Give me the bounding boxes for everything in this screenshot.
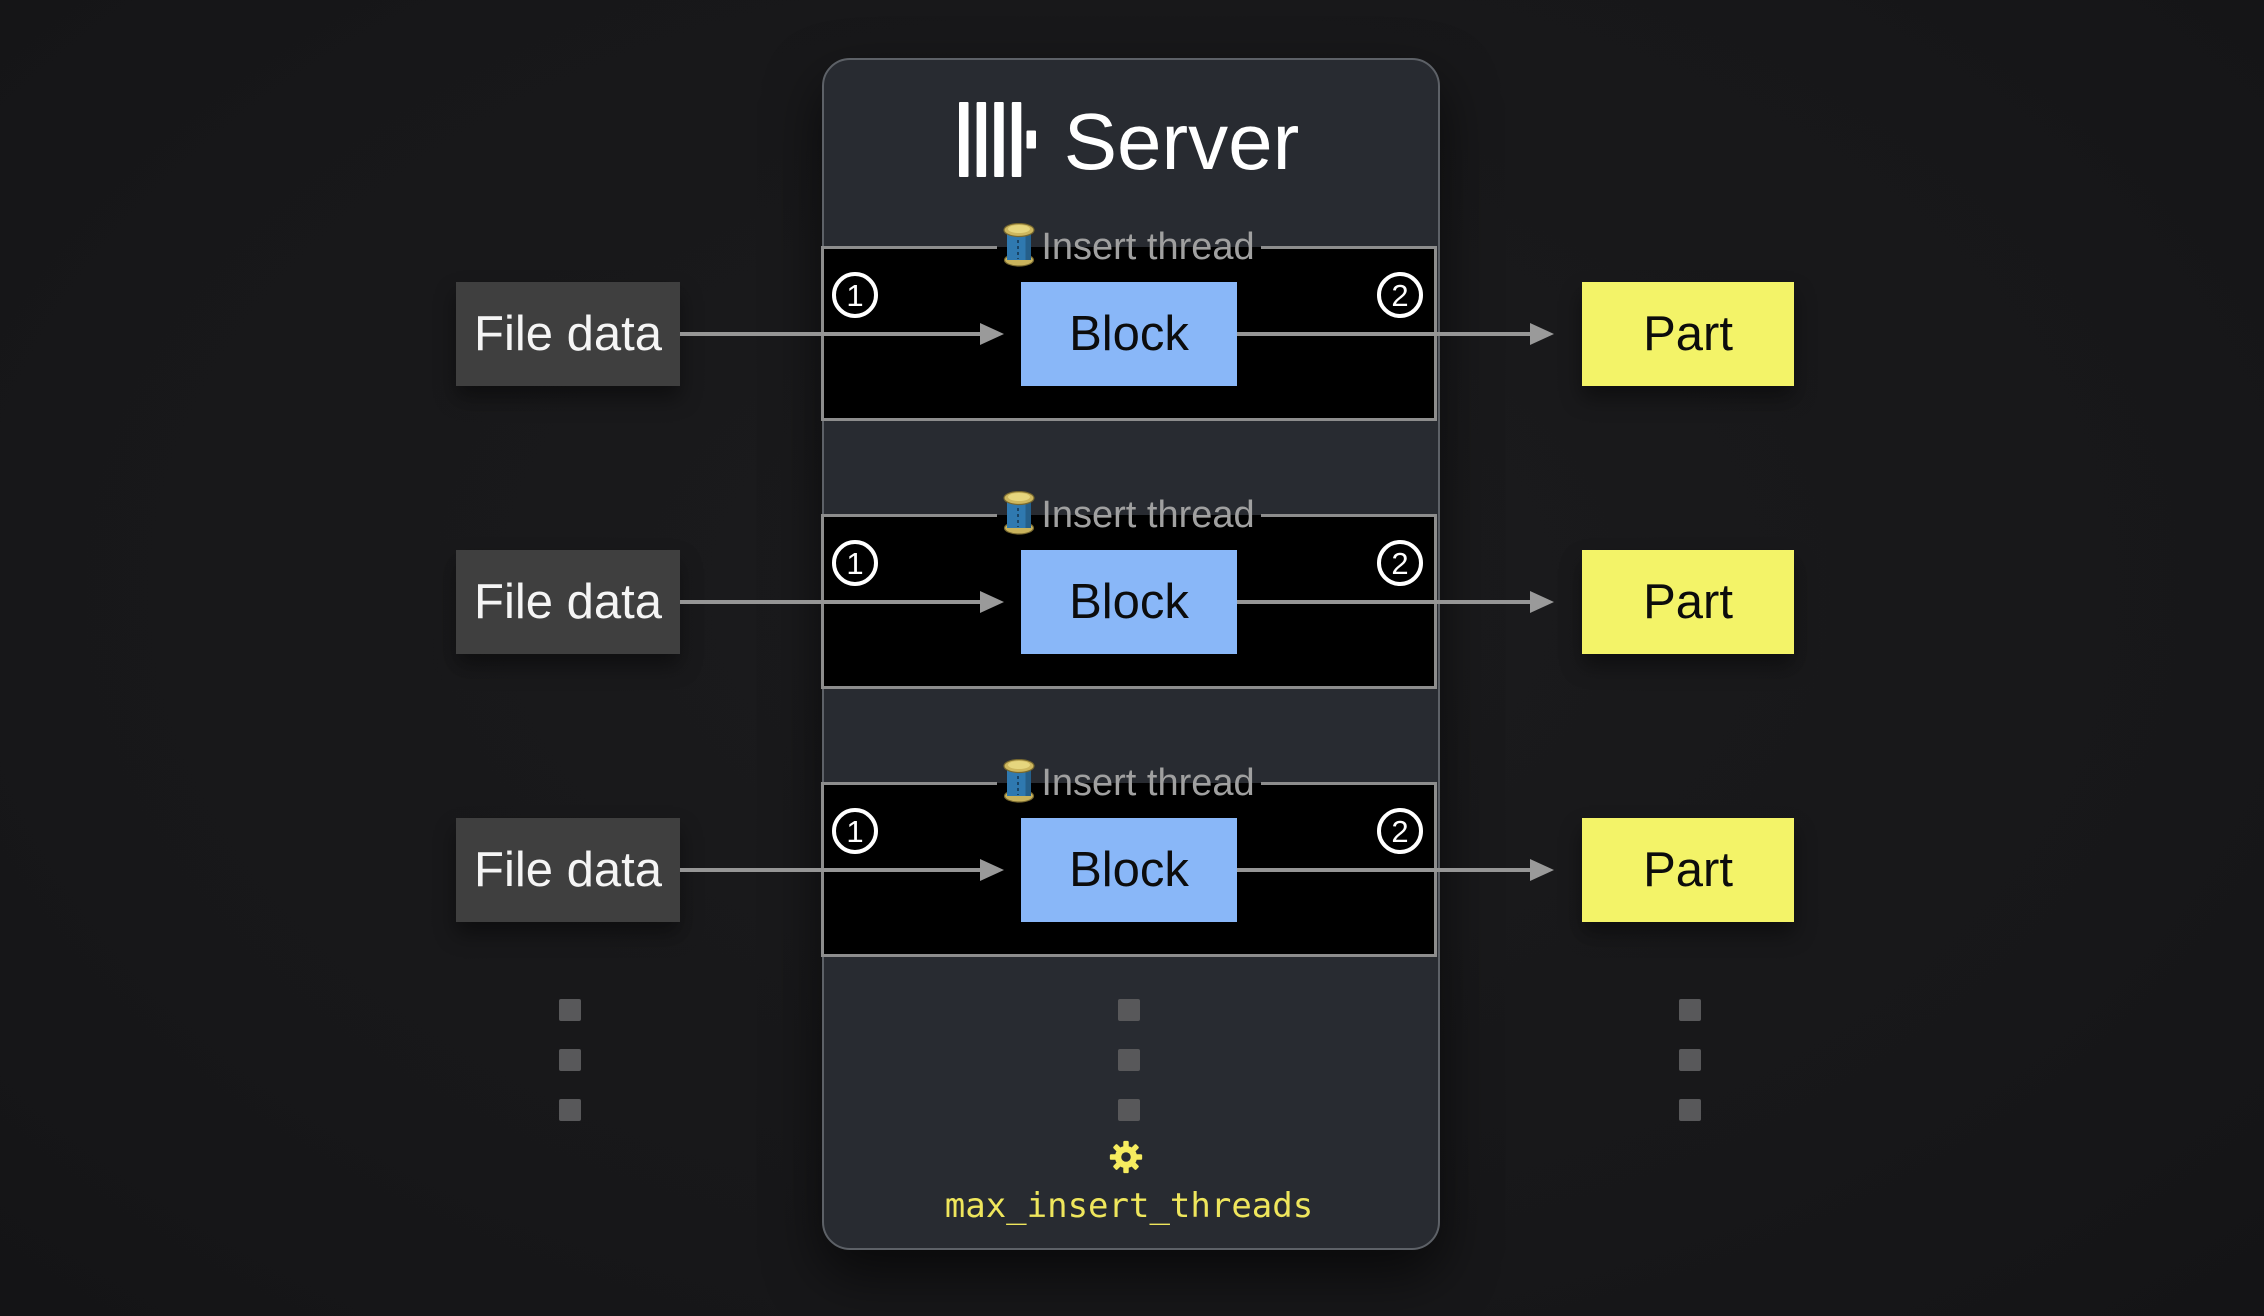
file-data-node: File data: [456, 550, 680, 654]
insert-thread-legend: Insert thread: [997, 222, 1260, 272]
legend-line-right: [1260, 513, 1437, 517]
server-title-label: Server: [1063, 97, 1300, 186]
thread-spool-icon: [1003, 490, 1035, 540]
insert-thread-label: Insert thread: [1041, 494, 1255, 536]
legend-line-right: [1260, 781, 1437, 785]
part-node: Part: [1582, 282, 1794, 386]
insert-thread-legend-row: Insert thread: [821, 490, 1437, 540]
legend-line-right: [1260, 245, 1437, 249]
arrow-block-to-part: [1237, 600, 1530, 604]
step-1-badge: 1: [832, 808, 878, 854]
block-node: Block: [1021, 818, 1237, 922]
legend-line-left: [821, 245, 998, 249]
insert-thread-legend: Insert thread: [997, 758, 1260, 808]
step-1-badge: 1: [832, 540, 878, 586]
ellipsis-dot: [1679, 999, 1701, 1021]
arrow-block-to-part: [1237, 868, 1530, 872]
arrow-block-to-part-head: [1530, 323, 1554, 345]
arrow-file-to-block-head: [980, 591, 1004, 613]
insert-thread-legend-row: Insert thread: [821, 758, 1437, 808]
arrow-block-to-part: [1237, 332, 1530, 336]
step-2-badge: 2: [1377, 272, 1423, 318]
thread-spool-icon: [1003, 758, 1035, 808]
ellipsis-dot: [559, 1049, 581, 1071]
arrow-file-to-block: [680, 868, 980, 872]
step-2-badge: 2: [1377, 540, 1423, 586]
vertical-ellipsis-dots: [559, 999, 581, 1121]
step-2-badge: 2: [1377, 808, 1423, 854]
arrow-file-to-block: [680, 600, 980, 604]
gear-icon: [1109, 1140, 1143, 1179]
file-data-node: File data: [456, 818, 680, 922]
insert-thread-label: Insert thread: [1041, 762, 1255, 804]
part-node: Part: [1582, 818, 1794, 922]
ellipsis-dot: [1118, 1049, 1140, 1071]
step-1-badge: 1: [832, 272, 878, 318]
vertical-ellipsis-dots: [1679, 999, 1701, 1121]
arrow-file-to-block-head: [980, 859, 1004, 881]
legend-line-left: [821, 513, 998, 517]
clickhouse-logo-icon: [958, 102, 1036, 182]
arrow-file-to-block: [680, 332, 980, 336]
insert-thread-label: Insert thread: [1041, 226, 1255, 268]
file-data-node: File data: [456, 282, 680, 386]
arrow-file-to-block-head: [980, 323, 1004, 345]
ellipsis-dot: [1679, 1099, 1701, 1121]
ellipsis-dot: [1118, 1099, 1140, 1121]
vertical-ellipsis-dots: [1118, 999, 1140, 1121]
legend-line-left: [821, 781, 998, 785]
block-node: Block: [1021, 282, 1237, 386]
ellipsis-dot: [559, 1099, 581, 1121]
block-node: Block: [1021, 550, 1237, 654]
setting-name-label: max_insert_threads: [944, 1186, 1314, 1226]
arrow-block-to-part-head: [1530, 591, 1554, 613]
insert-thread-legend: Insert thread: [997, 490, 1260, 540]
ellipsis-dot: [559, 999, 581, 1021]
insert-thread-legend-row: Insert thread: [821, 222, 1437, 272]
server-title: Server: [822, 98, 1436, 186]
thread-spool-icon: [1003, 222, 1035, 272]
ellipsis-dot: [1679, 1049, 1701, 1071]
arrow-block-to-part-head: [1530, 859, 1554, 881]
ellipsis-dot: [1118, 999, 1140, 1021]
part-node: Part: [1582, 550, 1794, 654]
